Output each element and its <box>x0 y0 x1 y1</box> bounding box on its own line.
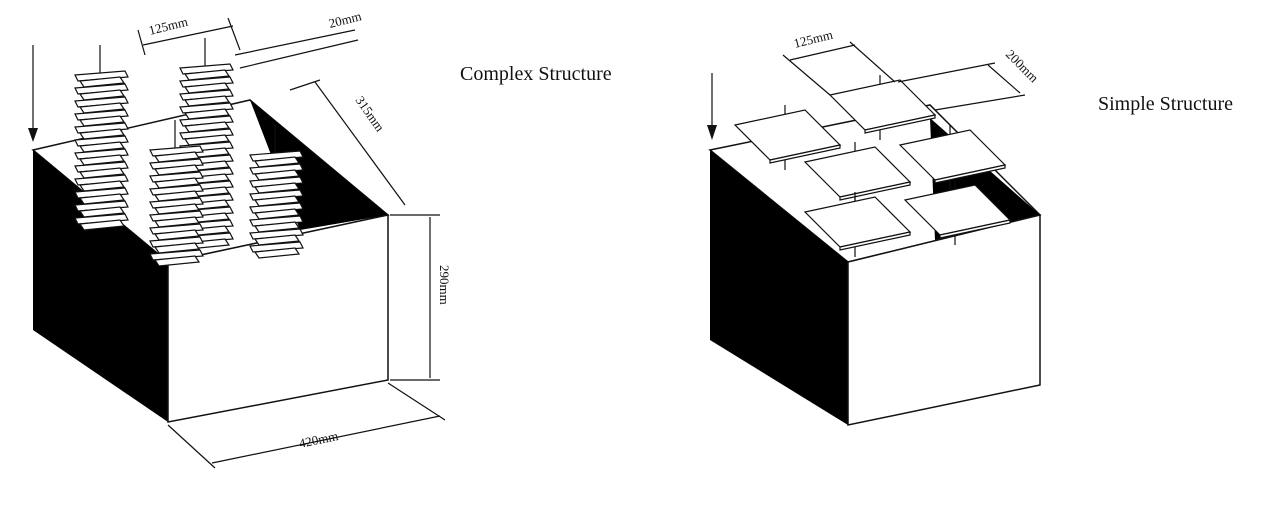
bar <box>253 247 301 259</box>
bar <box>153 255 201 267</box>
bar <box>249 228 304 240</box>
bar <box>74 135 129 147</box>
bar <box>149 210 204 222</box>
bar <box>149 184 204 196</box>
bar <box>74 200 129 212</box>
bar <box>253 182 301 194</box>
dim-420mm: 420mm <box>298 428 340 451</box>
bar <box>149 197 204 209</box>
dim-125mm-complex: 125mm <box>147 14 189 38</box>
bar <box>183 134 231 146</box>
bar <box>78 89 126 101</box>
bar <box>249 176 304 188</box>
bar <box>253 234 301 246</box>
bar <box>78 206 126 218</box>
dimension-lines-complex <box>137 17 446 469</box>
dim-200mm: 200mm <box>1003 47 1042 86</box>
bar <box>78 102 126 114</box>
bar <box>74 148 129 160</box>
bar <box>249 202 304 214</box>
bar <box>253 221 301 233</box>
plate-edge <box>769 144 841 164</box>
horizontal-bars <box>74 38 304 267</box>
bar <box>249 163 304 175</box>
bar <box>249 241 304 253</box>
dim-20mm: 20mm <box>327 8 363 31</box>
square-plates <box>733 75 1012 257</box>
complex-structure-title: Complex Structure <box>460 63 612 85</box>
bar <box>153 203 201 215</box>
complex-structure-box <box>31 38 390 423</box>
bar <box>183 121 231 133</box>
bar <box>179 89 234 101</box>
dim-290mm: 290mm <box>437 265 452 305</box>
bar <box>78 128 126 140</box>
bar <box>153 151 201 163</box>
bar <box>153 177 201 189</box>
bar <box>74 109 129 121</box>
plate-edge <box>839 181 911 201</box>
bar <box>153 164 201 176</box>
bar <box>74 213 129 225</box>
bar <box>78 154 126 166</box>
bar <box>179 128 234 140</box>
bar <box>149 145 204 157</box>
bar <box>183 82 231 94</box>
bar <box>149 158 204 170</box>
bar <box>179 63 234 75</box>
bar <box>153 190 201 202</box>
bar <box>253 169 301 181</box>
bar <box>179 102 234 114</box>
dim-125mm-simple: 125mm <box>792 27 834 51</box>
bar <box>78 141 126 153</box>
bar <box>183 95 231 107</box>
bar <box>153 229 201 241</box>
bar <box>74 83 129 95</box>
bar <box>74 187 129 199</box>
bar <box>179 76 234 88</box>
plate-edge <box>839 231 911 251</box>
bar <box>74 70 129 82</box>
bar <box>149 223 204 235</box>
bar <box>78 76 126 88</box>
dimension-lines-simple <box>782 41 1026 111</box>
bar <box>78 115 126 127</box>
bar <box>179 115 234 127</box>
bar <box>74 174 129 186</box>
bar <box>153 242 201 254</box>
bar <box>253 208 301 220</box>
bar <box>149 236 204 248</box>
bar <box>183 69 231 81</box>
dim-315mm: 315mm <box>353 93 388 134</box>
bar <box>249 215 304 227</box>
simple-structure-title: Simple Structure <box>1098 93 1233 115</box>
bar <box>74 122 129 134</box>
bar <box>153 216 201 228</box>
plate-edge <box>864 114 936 134</box>
bar <box>149 249 204 261</box>
bar <box>78 167 126 179</box>
bar <box>74 96 129 108</box>
bar <box>249 150 304 162</box>
bar <box>249 189 304 201</box>
load-arrow-left <box>28 45 38 142</box>
bar <box>149 171 204 183</box>
plate-edge <box>934 164 1006 184</box>
plate-edge <box>939 219 1011 239</box>
load-arrow-right <box>707 73 717 140</box>
bar <box>183 108 231 120</box>
bar <box>253 195 301 207</box>
bar <box>78 193 126 205</box>
bar <box>74 161 129 173</box>
simple-structure-box <box>708 75 1042 426</box>
bar <box>78 219 126 231</box>
bar <box>78 180 126 192</box>
bar <box>253 156 301 168</box>
